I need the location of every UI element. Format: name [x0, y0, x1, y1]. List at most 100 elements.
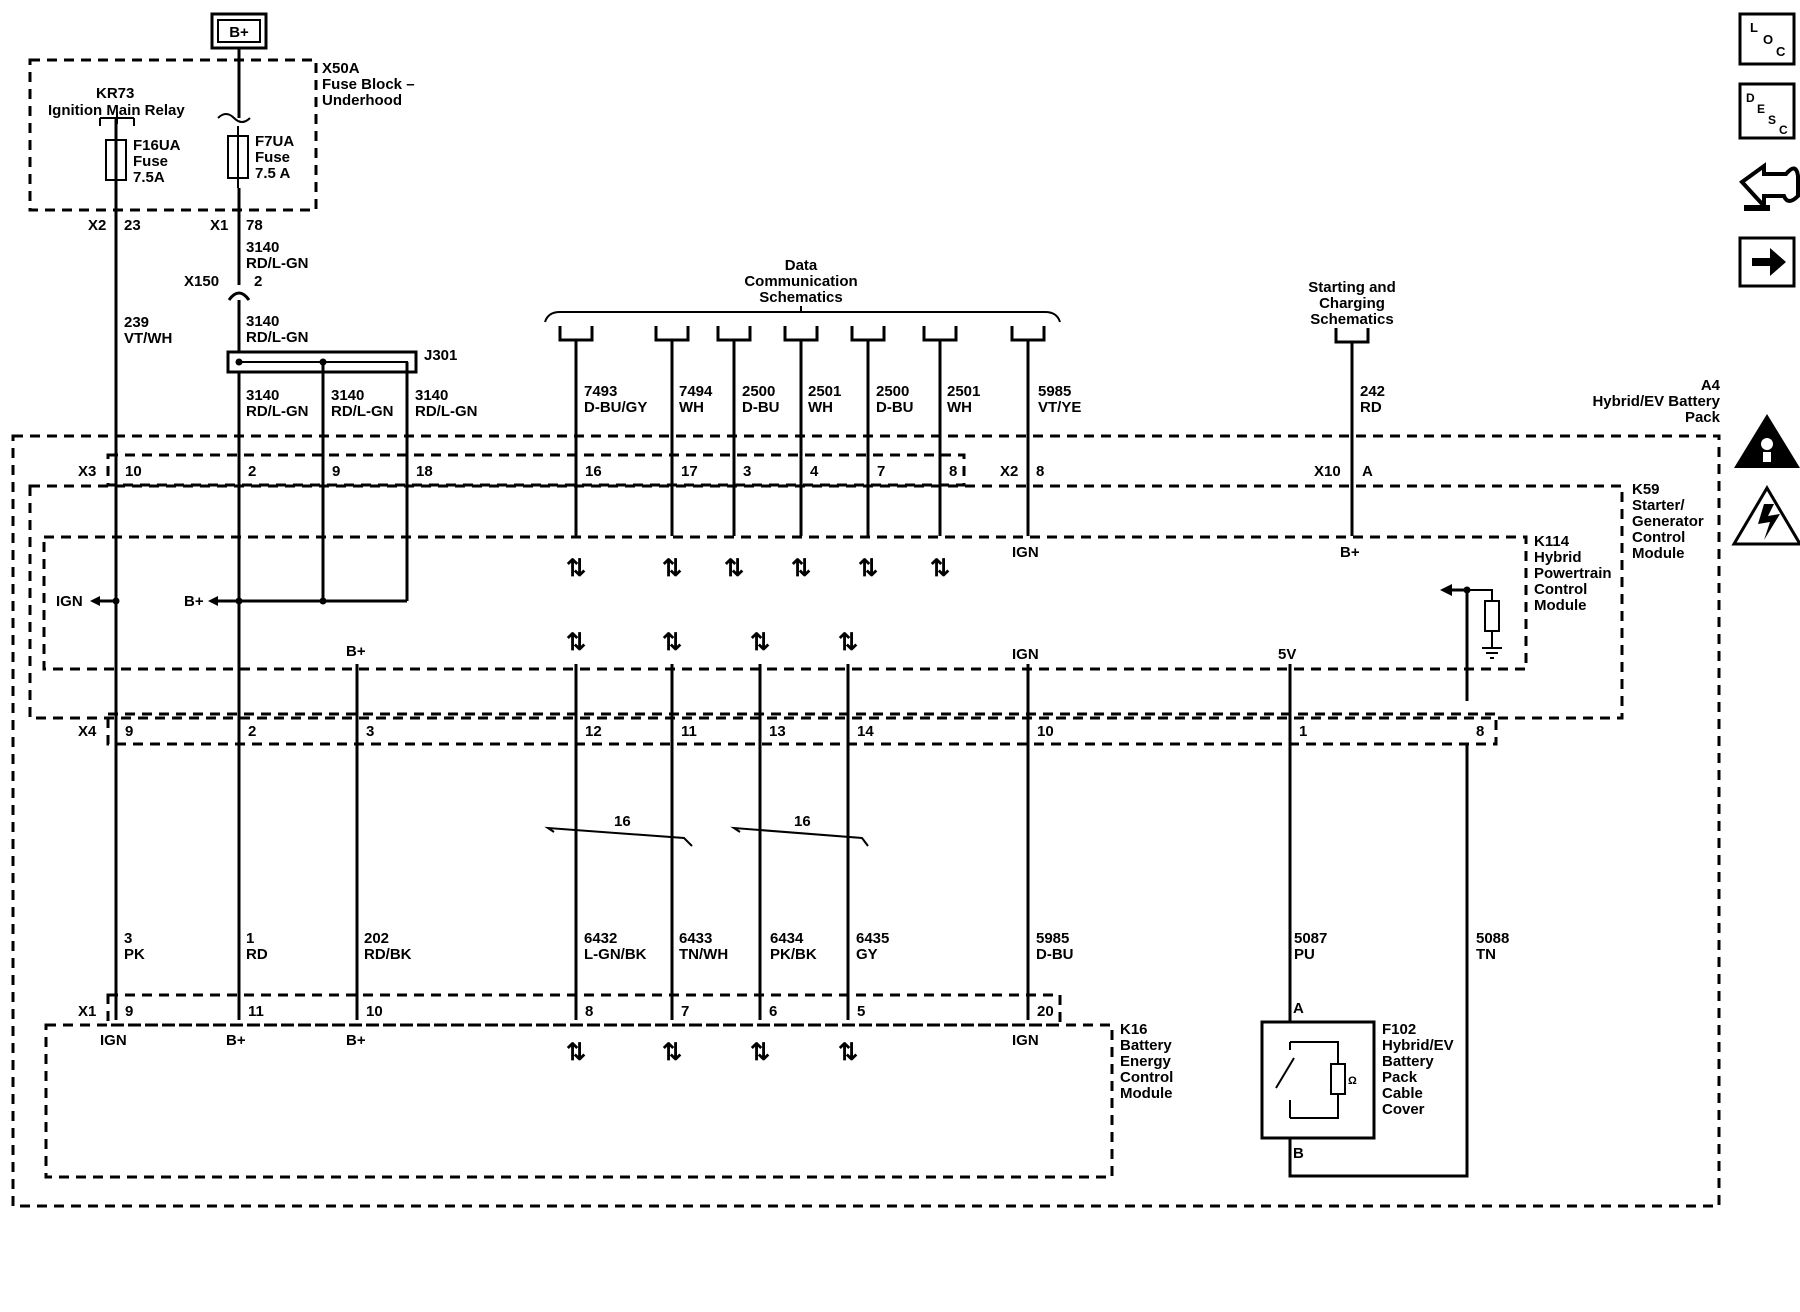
w3140b-color: RD/L-GN	[246, 329, 309, 346]
bidir-arrow-icon: ⇅	[566, 555, 586, 582]
twist-b-label: 16	[794, 813, 811, 830]
fuse-a-rating: 7.5A	[133, 169, 165, 186]
f102-return-wire	[1288, 744, 1469, 1178]
x4-pin: 2	[248, 723, 256, 740]
x10-pin: A	[1362, 463, 1373, 480]
w1-color: RD	[246, 946, 268, 963]
svg-text:D: D	[1746, 91, 1755, 105]
f102-line3: Pack	[1382, 1069, 1418, 1086]
bidir-arrow-icon: ⇅	[662, 1039, 682, 1066]
w239-circuit: 239	[124, 314, 149, 331]
k16-line2: Energy	[1120, 1053, 1172, 1070]
w2501b-color: WH	[947, 399, 972, 416]
w5985b-circuit: 5985	[1036, 930, 1069, 947]
starting-1: Starting and	[1308, 279, 1396, 296]
w5985a-color: VT/YE	[1038, 399, 1081, 416]
x150-label: X150	[184, 273, 219, 290]
x2-pin: 23	[124, 217, 141, 234]
x3-pin: 4	[810, 463, 819, 480]
svg-text:C: C	[1779, 123, 1788, 137]
w3140d-color: RD/L-GN	[331, 403, 394, 420]
x2-conn-label: X2	[1000, 463, 1018, 480]
twist-pair-b	[730, 826, 869, 847]
f102-pin-a: A	[1293, 1000, 1304, 1017]
k114-line2: Powertrain	[1534, 565, 1612, 582]
bidir-arrow-icon: ⇅	[838, 629, 858, 656]
fuse-b-link	[217, 113, 251, 123]
w202-color: RD/BK	[364, 946, 412, 963]
fuse-b-id: F7UA	[255, 133, 294, 150]
ref-connector-stub	[558, 326, 594, 342]
x3-pin: 3	[743, 463, 751, 480]
x4-pin: 8	[1476, 723, 1484, 740]
b-plus-supply: B+	[210, 12, 268, 50]
svg-text:Ω: Ω	[1348, 1075, 1357, 1087]
twist-a-label: 16	[614, 813, 631, 830]
k59-id: K59	[1632, 481, 1660, 498]
f102-line4: Cable	[1382, 1085, 1423, 1102]
w5087-color: PU	[1294, 946, 1315, 963]
x1-pin: 10	[366, 1003, 383, 1020]
bidir-arrow-icon: ⇅	[930, 555, 950, 582]
w202-circuit: 202	[364, 930, 389, 947]
svg-text:E: E	[1757, 102, 1765, 116]
w3140e-circuit: 3140	[415, 387, 448, 404]
f102-id: F102	[1382, 1021, 1416, 1038]
data-comm-3: Schematics	[759, 289, 842, 306]
w3140e-color: RD/L-GN	[415, 403, 478, 420]
w239-color: VT/WH	[124, 330, 172, 347]
w7494-circuit: 7494	[679, 383, 713, 400]
f102-line2: Battery	[1382, 1053, 1434, 1070]
connector-icon[interactable]	[1739, 162, 1800, 212]
x1-pin: 7	[681, 1003, 689, 1020]
w2501a-circuit: 2501	[808, 383, 841, 400]
next-arrow-icon[interactable]	[1738, 236, 1796, 288]
w3140a-circuit: 3140	[246, 239, 279, 256]
w6434-color: PK/BK	[770, 946, 817, 963]
x150-pin: 2	[254, 273, 262, 290]
w2501b-circuit: 2501	[947, 383, 980, 400]
bidir-arrow-icon: ⇅	[566, 629, 586, 656]
fuse-block-name-1: Fuse Block –	[322, 76, 415, 93]
f102-line1: Hybrid/EV	[1382, 1037, 1454, 1054]
fuse-block-id: X50A	[322, 60, 360, 77]
ref-connectors	[558, 326, 1370, 344]
x1-pin: 78	[246, 217, 263, 234]
svg-text:S: S	[1768, 113, 1776, 127]
x3-pin: 2	[248, 463, 256, 480]
x2-label: X2	[88, 217, 106, 234]
k16-ign-label: IGN	[100, 1032, 127, 1049]
w6433-color: TN/WH	[679, 946, 728, 963]
w3-circuit: 3	[124, 930, 132, 947]
x3-pin: 7	[877, 463, 885, 480]
w242-circuit: 242	[1360, 383, 1385, 400]
j301-label: J301	[424, 347, 457, 364]
w3140c-color: RD/L-GN	[246, 403, 309, 420]
x3-pin: 10	[125, 463, 142, 480]
k16-bplus-a: B+	[226, 1032, 246, 1049]
x4-pin: 11	[681, 723, 697, 740]
ref-connector-stub	[850, 326, 886, 342]
k114-line4: Module	[1534, 597, 1587, 614]
relay-name: Ignition Main Relay	[48, 102, 185, 119]
starting-2: Charging	[1319, 295, 1385, 312]
x4-pin: 3	[366, 723, 374, 740]
k59-line4: Module	[1632, 545, 1685, 562]
loc-icon[interactable]: L O C	[1738, 12, 1796, 66]
k16-bplus-b: B+	[346, 1032, 366, 1049]
bidir-arrow-icon: ⇅	[791, 555, 811, 582]
w2501a-color: WH	[808, 399, 833, 416]
w6433-circuit: 6433	[679, 930, 712, 947]
x1-pin: 5	[857, 1003, 865, 1020]
k114-bplus-label: B+	[184, 593, 204, 610]
w2500b-color: D-BU	[876, 399, 914, 416]
w5087-circuit: 5087	[1294, 930, 1327, 947]
f102-pin-b: B	[1293, 1145, 1304, 1162]
x1-pin: 6	[769, 1003, 777, 1020]
desc-icon[interactable]: D E S C	[1738, 82, 1796, 140]
ref-connector-stub	[716, 326, 752, 342]
